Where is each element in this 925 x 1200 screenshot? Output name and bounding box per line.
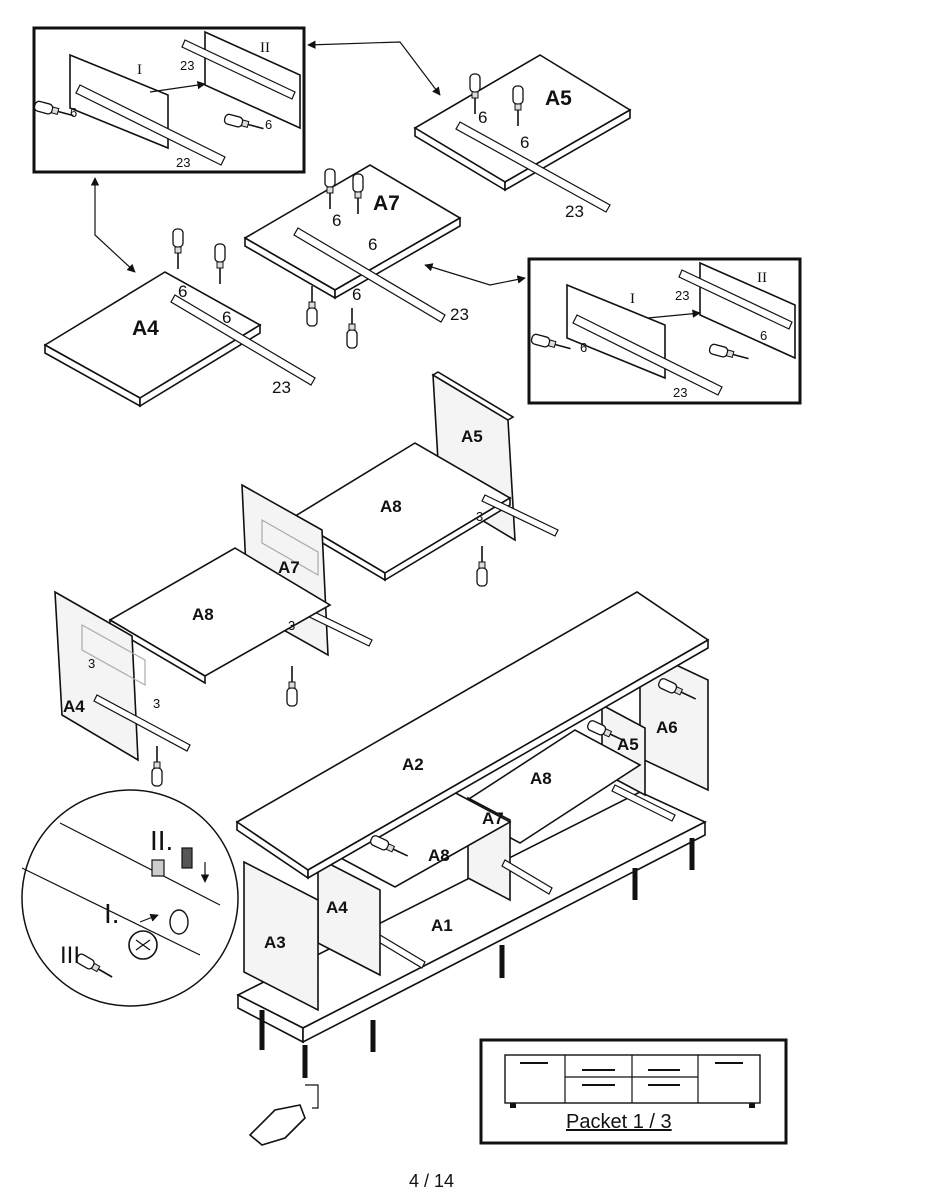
part-label-a3: A3 [264, 933, 286, 952]
rail-label: 23 [176, 155, 190, 170]
rail-label: 23 [272, 378, 291, 397]
part-label-a8: A8 [192, 605, 214, 624]
screw-label: 6 [368, 235, 377, 254]
cam-lock-detail: II. I. III [21, 789, 239, 1007]
part-a4-shelf: A4 6 6 23 [43, 228, 316, 408]
screw-label: 6 [178, 282, 187, 301]
part-label-a5: A5 [461, 427, 483, 446]
part-label-a5: A5 [545, 87, 572, 110]
screw-label: 6 [580, 340, 587, 355]
step-iii-label: III [60, 942, 80, 969]
rail-label: 23 [565, 202, 584, 221]
part-label-a8: A8 [530, 769, 552, 788]
cam-label: 3 [476, 509, 483, 524]
page-number: 4 / 14 [409, 1171, 454, 1191]
cam-label: 3 [153, 696, 160, 711]
part-label-a4: A4 [132, 317, 159, 340]
step-ii-label: II [757, 270, 767, 286]
rail-label: 23 [673, 385, 687, 400]
part-label-a6: A6 [656, 718, 678, 737]
inset-rail-detail-left: I II 6 6 23 23 [32, 26, 306, 174]
part-label-a1: A1 [431, 916, 453, 935]
part-a5-shelf: A5 6 6 23 [413, 54, 632, 221]
screw-label: 6 [352, 285, 361, 304]
callout-arrow [307, 40, 441, 96]
inset-rail-detail-right: I II 6 6 23 23 [527, 257, 802, 405]
part-label-a7: A7 [482, 809, 504, 828]
part-label-a5: A5 [617, 735, 639, 754]
part-a7-shelf: A7 6 6 6 23 [243, 164, 469, 349]
callout-arrow [90, 177, 136, 273]
step-i-label: I [137, 62, 142, 78]
screw-label: 6 [70, 105, 77, 120]
screw-label: 6 [222, 308, 231, 327]
part-label-a2: A2 [402, 755, 424, 774]
rail-label: 23 [675, 288, 689, 303]
screw-label: 6 [332, 211, 341, 230]
packet-label: Packet 1 / 3 [566, 1111, 672, 1133]
screw-label: 6 [265, 117, 272, 132]
part-label-a4: A4 [326, 898, 348, 917]
screw-label: 6 [760, 328, 767, 343]
main-assembly: A2 A8 A8 A1 A4 A3 A7 A5 A6 [235, 591, 710, 1146]
rail-label: 23 [450, 305, 469, 324]
part-label-a8: A8 [428, 846, 450, 865]
screw-label: 6 [478, 108, 487, 127]
screw-label: 6 [520, 133, 529, 152]
rail-label: 23 [180, 58, 194, 73]
part-label-a4: A4 [63, 697, 85, 716]
part-label-a7: A7 [278, 558, 300, 577]
step-ii-label: II [260, 40, 270, 56]
step-i-label: I. [104, 898, 120, 929]
packet-box: Packet 1 / 3 [479, 1038, 788, 1145]
step-i-label: I [630, 291, 635, 307]
part-label-a7: A7 [373, 192, 400, 215]
cam-label: 3 [88, 656, 95, 671]
cam-label: 3 [288, 618, 295, 633]
part-label-a8: A8 [380, 497, 402, 516]
sub-assembly-shelves: A5 A8 A7 A8 A4 3 3 3 3 [54, 371, 559, 787]
step-ii-label: II. [150, 825, 173, 856]
callout-arrow [424, 263, 526, 286]
